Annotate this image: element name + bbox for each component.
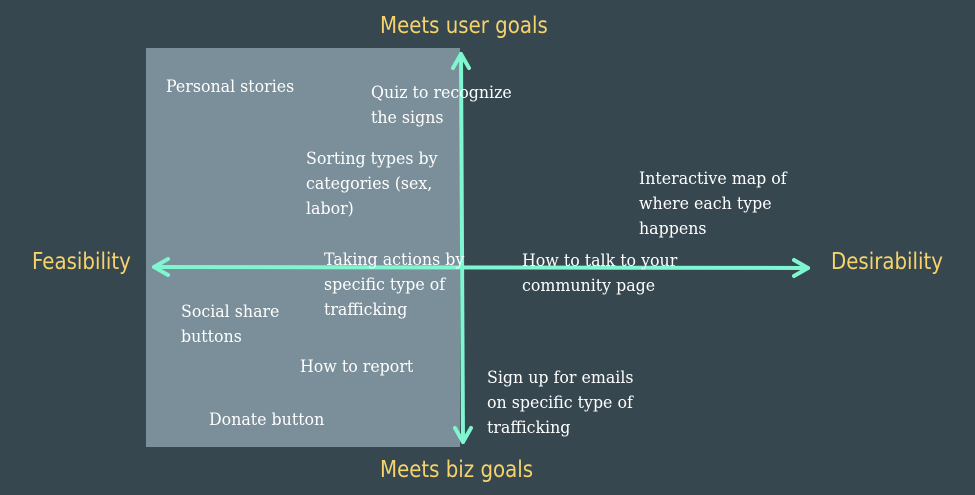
idea-line: How to talk to your [522, 251, 678, 271]
axis-label-right: Desirability [831, 249, 943, 275]
idea-interactive-map: Interactive map of where each type happe… [639, 167, 787, 242]
idea-line: Taking actions by [324, 250, 465, 270]
vertical-axis-line [459, 52, 465, 444]
idea-line: where each type [639, 194, 772, 214]
idea-line: labor) [306, 199, 354, 219]
idea-line: buttons [181, 327, 242, 347]
idea-how-to-report: How to report [300, 355, 413, 380]
idea-line: trafficking [324, 300, 408, 320]
left-arrowhead [152, 257, 170, 277]
idea-quiz: Quiz to recognize the signs [371, 81, 512, 131]
idea-line: community page [522, 276, 656, 296]
idea-line: happens [639, 219, 707, 239]
idea-line: Personal stories [166, 77, 295, 97]
idea-taking-actions: Taking actions by specific type of traff… [324, 248, 464, 323]
axis-label-top: Meets user goals [380, 13, 548, 39]
idea-line: on specific type of [487, 393, 633, 413]
idea-line: categories (sex, [306, 174, 433, 194]
idea-line: the signs [371, 108, 444, 128]
idea-line: specific type of [324, 275, 446, 295]
idea-line: How to report [300, 357, 414, 377]
axis-label-bottom: Meets biz goals [380, 457, 534, 483]
top-arrowhead [451, 52, 471, 70]
idea-line: Social share [181, 302, 280, 322]
idea-line: Quiz to recognize [371, 83, 512, 103]
idea-line: trafficking [487, 418, 571, 438]
idea-sorting-types: Sorting types by categories (sex, labor) [306, 147, 438, 222]
idea-line: Sorting types by [306, 149, 438, 169]
idea-donate-button: Donate button [209, 408, 324, 433]
right-arrowhead [792, 258, 810, 278]
idea-line: Interactive map of [639, 169, 787, 189]
idea-line: Donate button [209, 410, 325, 430]
horizontal-axis-line [152, 265, 810, 270]
idea-personal-stories: Personal stories [166, 75, 294, 100]
axis-label-left: Feasibility [32, 249, 131, 275]
idea-email-signup: Sign up for emails on specific type of t… [487, 366, 634, 441]
feasible-quadrant-highlight [146, 48, 460, 447]
bottom-arrowhead [453, 426, 473, 444]
idea-social-share: Social share buttons [181, 300, 279, 350]
idea-line: Sign up for emails [487, 368, 634, 388]
idea-community-page: How to talk to your community page [522, 249, 677, 299]
